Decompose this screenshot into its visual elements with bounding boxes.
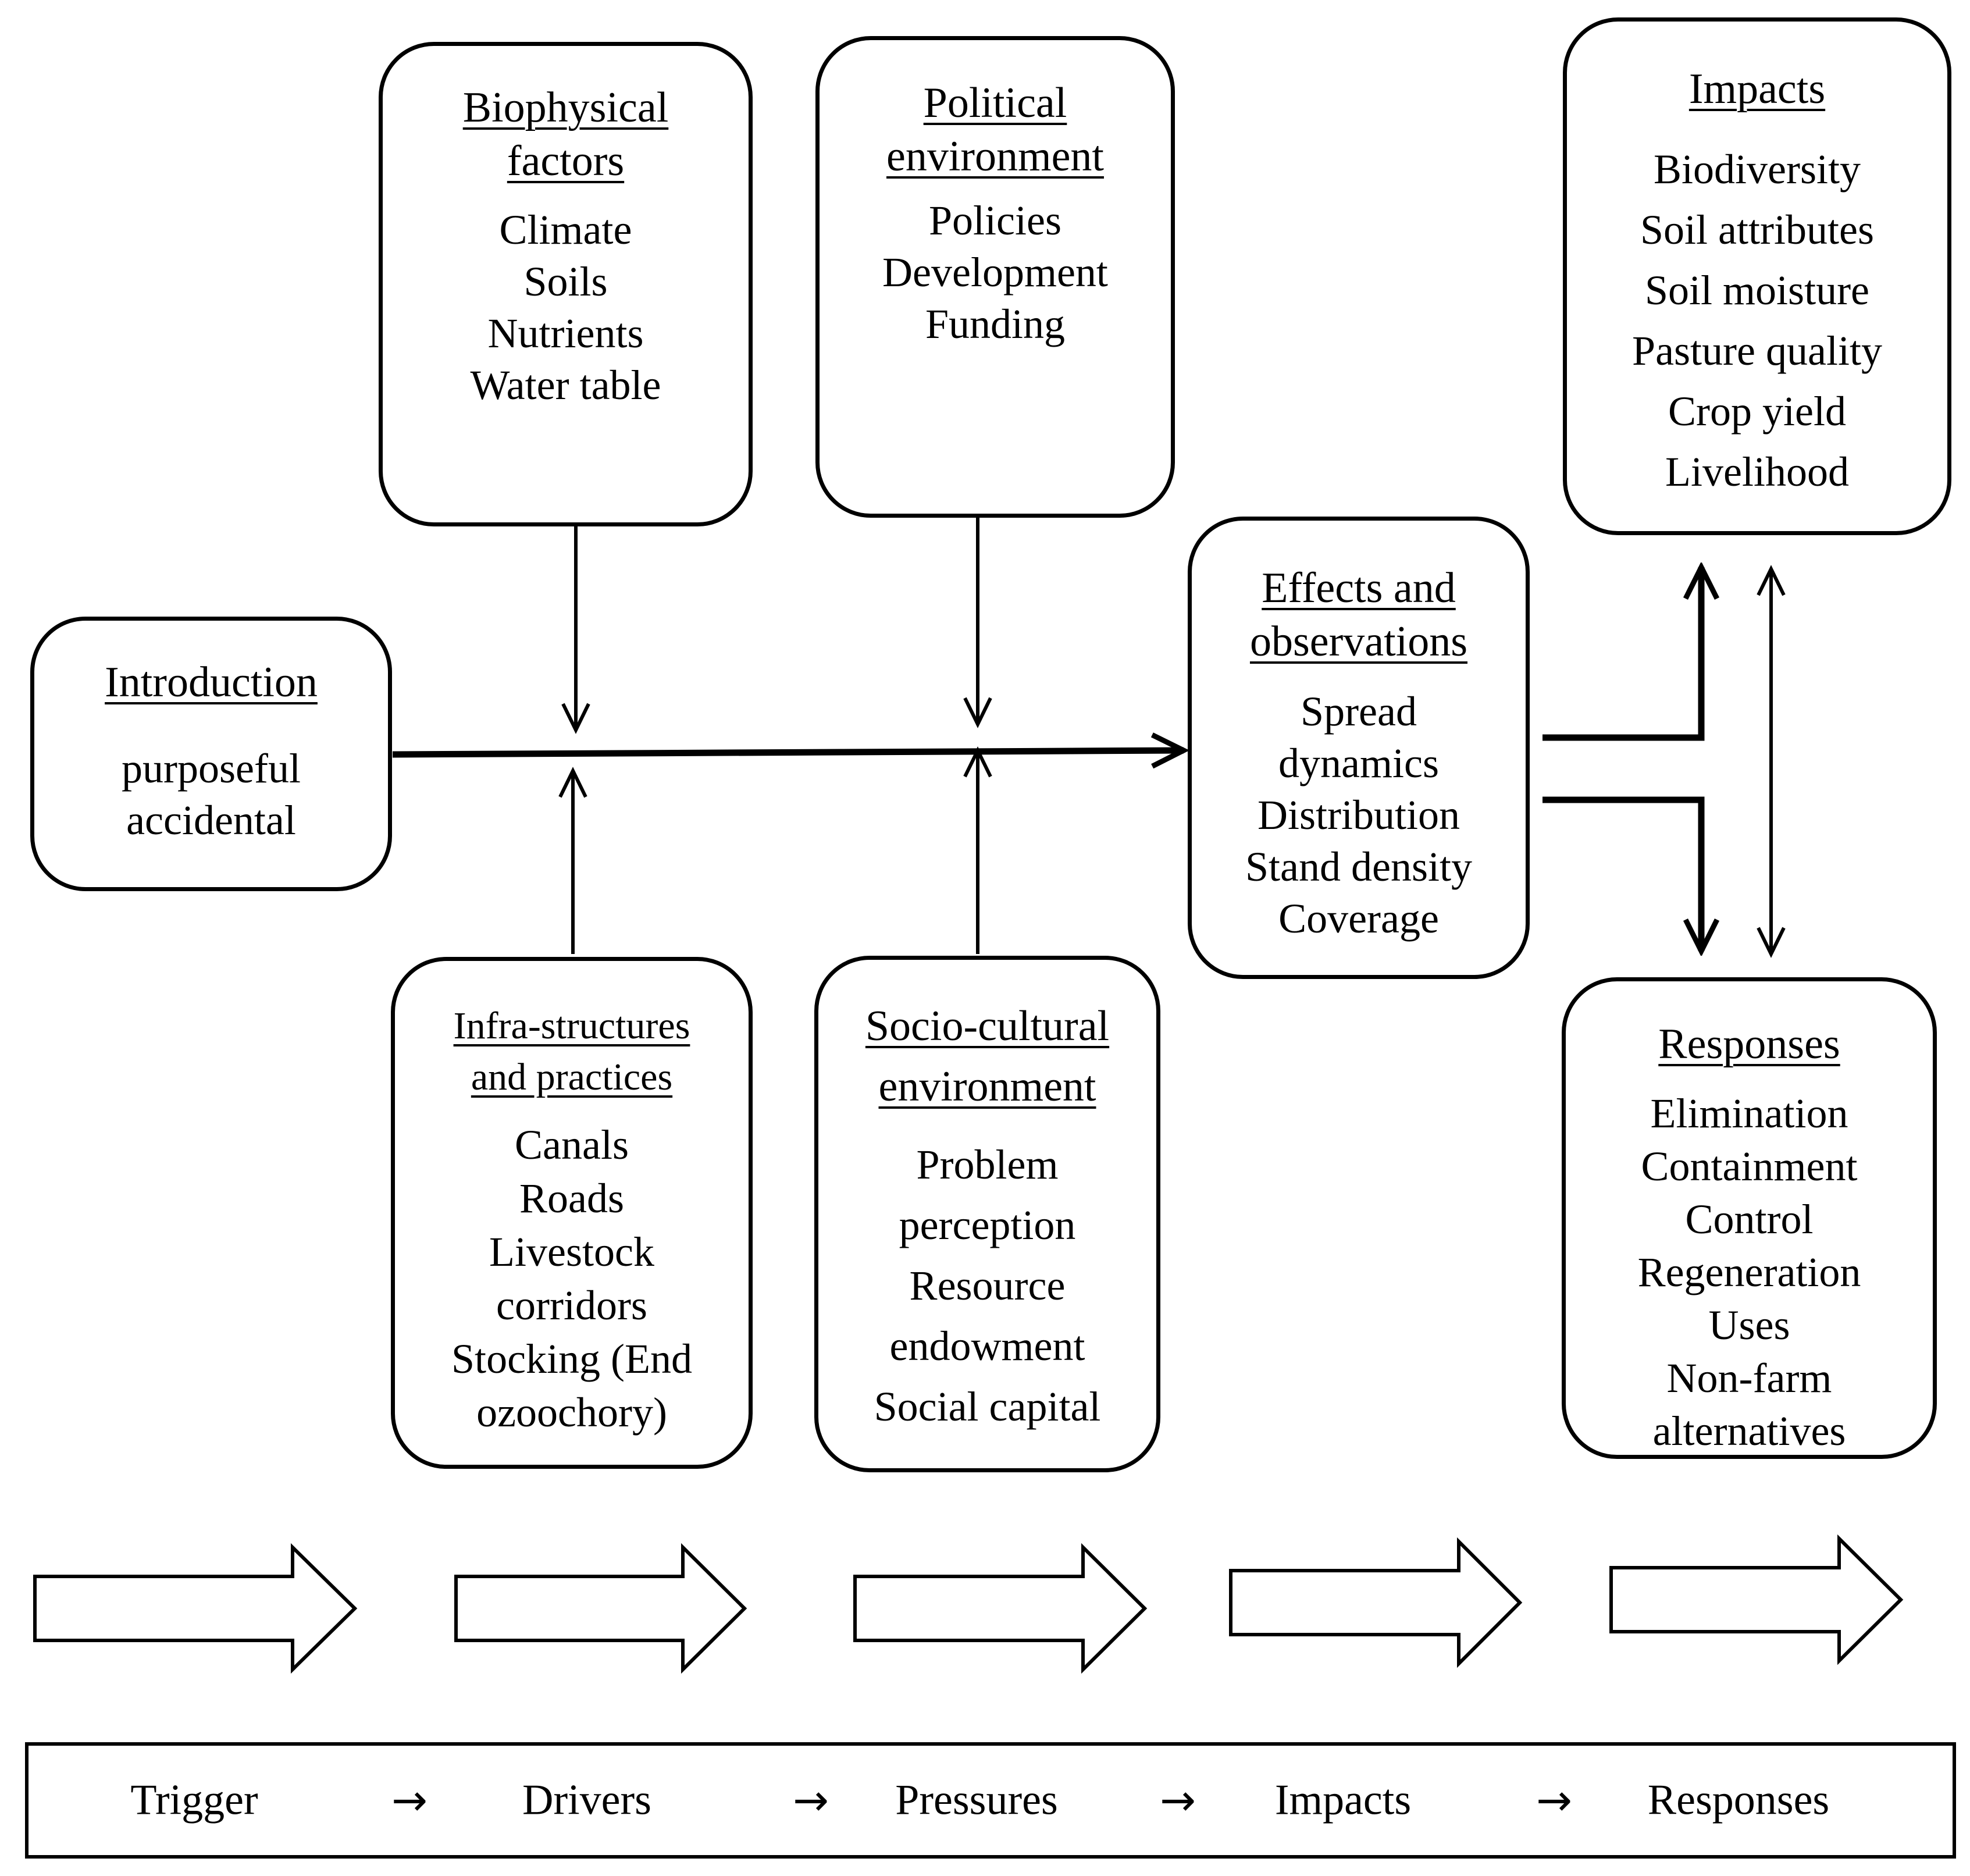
arrow-right-icon: → xyxy=(391,1775,428,1825)
effects-item: Distribution xyxy=(1257,792,1460,838)
responses-item: Elimination xyxy=(1650,1090,1848,1137)
effects-item: Stand density xyxy=(1245,843,1472,890)
stage-label-pressures: Pressures xyxy=(895,1776,1058,1824)
infrastructures-item: Livestock corridors xyxy=(489,1229,654,1329)
introduction-items: purposeful accidental xyxy=(34,743,388,846)
impacts-item: Biodiversity xyxy=(1654,146,1861,193)
biophysical-item: Nutrients xyxy=(487,310,644,357)
impacts-item: Pasture quality xyxy=(1632,328,1882,374)
main-flow-arrow xyxy=(392,750,1184,754)
impacts-title: Impacts xyxy=(1688,65,1826,113)
responses-title: Responses xyxy=(1658,1020,1840,1068)
effects-items: Spread dynamics Distribution Stand densi… xyxy=(1192,686,1526,945)
infrastructures-items: Canals Roads Livestock corridors Stockin… xyxy=(395,1118,749,1439)
responses-item: Uses xyxy=(1708,1302,1790,1348)
effects-title: Effects and observations xyxy=(1249,564,1468,665)
stage-label-impacts: Impacts xyxy=(1274,1776,1412,1824)
effects-item: Coverage xyxy=(1278,895,1439,942)
responses-item: Non-farm alternatives xyxy=(1652,1355,1846,1454)
impacts-box: Impacts Biodiversity Soil attributes Soi… xyxy=(1563,17,1951,535)
effects-observations-box: Effects and observations Spread dynamics… xyxy=(1188,517,1530,979)
responses-item: Regeneration xyxy=(1637,1249,1861,1295)
effects-to-responses-arrow xyxy=(1542,796,1701,951)
political-item: Policies xyxy=(929,197,1061,244)
political-item: Funding xyxy=(925,301,1066,347)
effects-to-impacts-arrow xyxy=(1542,567,1701,741)
block-arrow-4 xyxy=(1229,1537,1523,1668)
biophysical-item: Soils xyxy=(523,258,608,305)
arrow-right-icon: → xyxy=(1159,1775,1196,1825)
responses-item: Control xyxy=(1685,1196,1814,1243)
effects-item: Spread dynamics xyxy=(1278,688,1439,786)
impacts-item: Livelihood xyxy=(1665,448,1849,495)
introduction-item: purposeful xyxy=(122,745,301,792)
responses-items: Elimination Containment Control Regenera… xyxy=(1566,1087,1933,1458)
infrastructures-item: Roads xyxy=(519,1175,624,1222)
impacts-items: Biodiversity Soil attributes Soil moistu… xyxy=(1567,139,1947,502)
infrastructures-item: Stocking (Endozoochory) xyxy=(451,1336,692,1436)
infrastructures-practices-box: Infra-structures and practices Canals Ro… xyxy=(391,957,753,1469)
responses-box: Responses Elimination Containment Contro… xyxy=(1562,977,1937,1459)
biophysical-items: Climate Soils Nutrients Water table xyxy=(383,204,749,411)
block-arrow-2 xyxy=(454,1543,747,1674)
stage-sequence-bar: Trigger → Drivers → Pressures → Impacts … xyxy=(25,1742,1956,1859)
introduction-item: accidental xyxy=(126,797,296,843)
stage-label-trigger: Trigger xyxy=(130,1776,258,1824)
socio-cultural-item: Resource endowment xyxy=(889,1262,1085,1369)
introduction-title: Introduction xyxy=(105,658,318,706)
biophysical-title: Biophysical factors xyxy=(462,84,669,185)
block-arrow-5 xyxy=(1609,1534,1904,1665)
impacts-item: Crop yield xyxy=(1668,388,1846,435)
political-title: Political environment xyxy=(886,79,1104,180)
socio-cultural-items: Problem perception Resource endowment So… xyxy=(818,1134,1156,1437)
stage-label-drivers: Drivers xyxy=(522,1776,651,1824)
block-arrow-3 xyxy=(853,1543,1148,1674)
socio-cultural-item: Social capital xyxy=(874,1383,1101,1430)
political-environment-box: Political environment Policies Developme… xyxy=(815,36,1175,518)
biophysical-item: Water table xyxy=(470,362,661,408)
biophysical-item: Climate xyxy=(499,207,632,253)
stage-label-responses: Responses xyxy=(1647,1776,1830,1824)
socio-cultural-environment-box: Socio-cultural environment Problem perce… xyxy=(814,956,1160,1472)
responses-item: Containment xyxy=(1641,1143,1858,1190)
socio-cultural-title: Socio-cultural environment xyxy=(865,1002,1110,1110)
political-item: Development xyxy=(882,249,1108,296)
impacts-item: Soil moisture xyxy=(1644,267,1869,314)
political-items: Policies Development Funding xyxy=(820,195,1171,350)
impacts-item: Soil attributes xyxy=(1640,207,1874,253)
infrastructures-title: Infra-structures and practices xyxy=(453,1005,690,1098)
biophysical-factors-box: Biophysical factors Climate Soils Nutrie… xyxy=(379,42,753,526)
socio-cultural-item: Problem perception xyxy=(899,1141,1076,1248)
introduction-box: Introduction purposeful accidental xyxy=(30,617,392,891)
block-arrow-1 xyxy=(33,1543,358,1674)
arrow-right-icon: → xyxy=(792,1775,829,1825)
infrastructures-item: Canals xyxy=(515,1122,629,1168)
arrow-right-icon: → xyxy=(1536,1775,1573,1825)
